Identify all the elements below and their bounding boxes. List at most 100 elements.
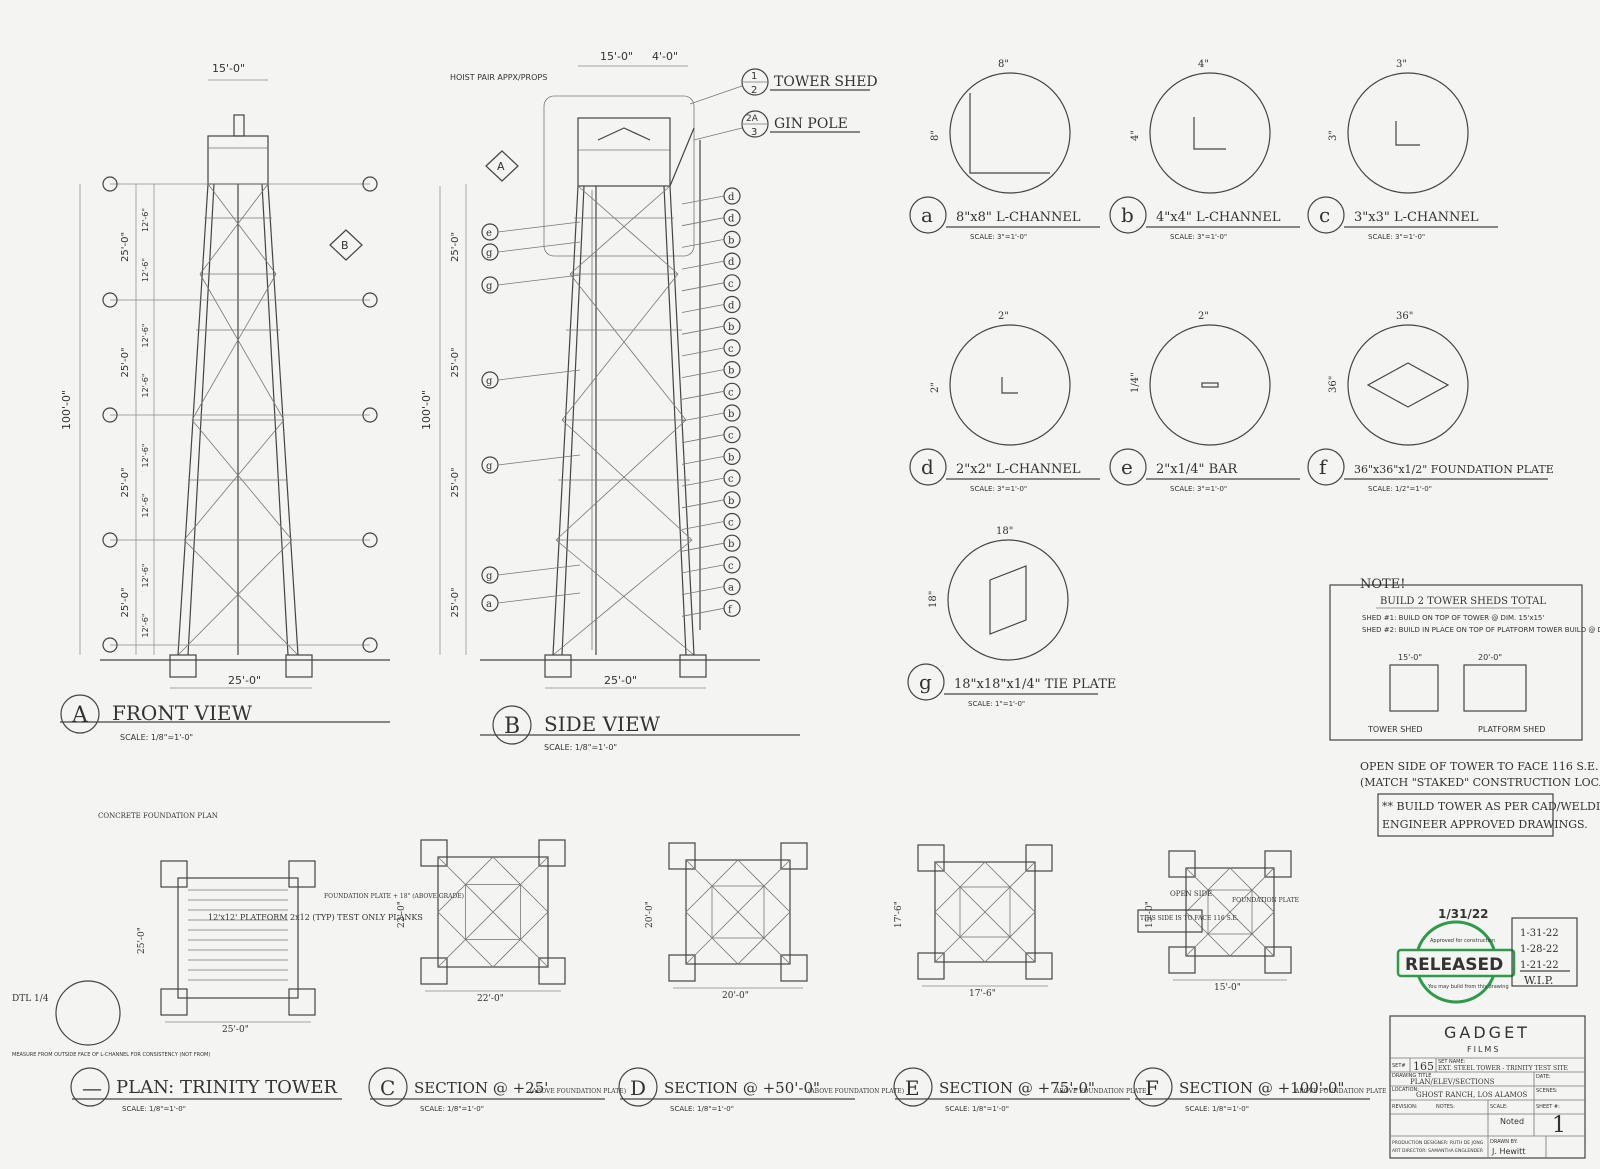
detail-dim: 36"	[1396, 311, 1413, 322]
note-build2: ENGINEER APPROVED DRAWINGS.	[1382, 818, 1588, 831]
note-label-b: PLATFORM SHED	[1478, 725, 1545, 734]
plan-footing	[538, 957, 566, 985]
member-callout-letter: d	[728, 301, 735, 312]
detail-label: 2"x1/4" BAR	[1156, 462, 1239, 477]
side-view-arrow-label: A	[497, 160, 505, 173]
front-view-title: FRONT VIEW	[112, 701, 252, 725]
detail-letter: d	[921, 455, 934, 479]
side-view-title: SIDE VIEW	[544, 712, 661, 736]
member-callout-letter: b	[728, 452, 734, 463]
side-section-dims: 25'-0"25'-0"25'-0"25'-0"	[450, 184, 467, 655]
plan-letter-circle	[618, 1067, 658, 1107]
member-callout-letter: c	[728, 561, 734, 572]
note-open-side1: OPEN SIDE OF TOWER TO FACE 116 S.E.	[1360, 760, 1599, 773]
gin-pole-callout-den: 3	[751, 127, 757, 138]
note-line2: SHED #1: BUILD ON TOP OF TOWER @ DIM. 15…	[1362, 614, 1544, 622]
released-stamp: 1/31/22 Approved for construction RELEAS…	[1396, 907, 1516, 1004]
plan-letter-circle	[893, 1067, 933, 1107]
rev-status: W.I.P.	[1524, 974, 1553, 987]
detail-label: 18"x18"x1/4" TIE PLATE	[954, 677, 1116, 692]
side-tower-shed	[577, 117, 671, 187]
plan-scale: SCALE: 1/8"=1'-0"	[420, 1105, 484, 1113]
plan-footing	[160, 860, 188, 888]
detail-letter-circle	[909, 196, 947, 234]
member-callout-letter: c	[728, 344, 734, 355]
side-bracing	[552, 185, 695, 656]
plan-footing	[420, 957, 448, 985]
rev-date-2: 1-28-22	[1520, 944, 1559, 955]
side-height: 100'-0"	[420, 390, 433, 430]
plan-bracing	[934, 861, 1036, 963]
front-sub-dim: 12'-6"	[141, 563, 150, 587]
title-block-frame	[1389, 1015, 1586, 1159]
plan-footing	[780, 842, 808, 870]
tb-set-value: 165	[1413, 1060, 1434, 1073]
tb-revision-label: REVISION:	[1392, 1104, 1418, 1110]
plan-subtitle: ABOVE FOUNDATION PLATE	[1054, 1088, 1146, 1095]
plan-letter: D	[630, 1076, 646, 1100]
detail-circle	[949, 324, 1071, 446]
detail-letter-circle	[1307, 196, 1345, 234]
plan-scale: SCALE: 1/8"=1'-0"	[670, 1105, 734, 1113]
plan-sections: 12'x12' PLATFORM 2x12 (TYP) TEST ONLY PL…	[12, 812, 1386, 1113]
stamp-main: RELEASED	[1405, 955, 1503, 975]
rev-date-3: 1-21-22	[1520, 960, 1559, 971]
rev-date-1: 1-31-22	[1520, 928, 1559, 939]
member-callout-letter: b	[728, 409, 734, 420]
front-section-dim: 25'-0"	[120, 467, 131, 497]
detail-label: 8"x8" L-CHANNEL	[956, 210, 1081, 225]
front-height: 100'-0"	[60, 390, 73, 430]
front-view-letter: A	[71, 703, 89, 728]
plan-scale: SCALE: 1/8"=1'-0"	[1185, 1105, 1249, 1113]
tb-art-director: ART DIRECTOR: SAMANTHA ENGLENDER	[1392, 1148, 1483, 1154]
plan-footing	[160, 988, 188, 1016]
plan-bracing	[1185, 867, 1275, 957]
plan-letter-circle	[368, 1067, 408, 1107]
l-channel-shape	[1395, 121, 1420, 146]
detail-dim: 2"	[930, 382, 941, 393]
front-section-dim: 25'-0"	[120, 587, 131, 617]
plan-subtitle: (ABOVE FOUNDATION PLATE)	[808, 1088, 904, 1095]
member-callout-letter: c	[728, 387, 734, 398]
plan-footing	[917, 952, 945, 980]
member-callout-letter: c	[728, 474, 734, 485]
tie-plate-shape	[989, 565, 1027, 635]
plan-bracing	[685, 859, 791, 965]
detail-scale: SCALE: 3"=1'-0"	[1368, 233, 1425, 241]
detail-dim: 3"	[1396, 59, 1407, 70]
detail-letter-circle	[907, 663, 945, 701]
detail-callout-note: MEASURE FROM OUTSIDE FACE OF L-CHANNEL F…	[12, 1052, 210, 1058]
tb-sheet-label: SHEET #:	[1536, 1104, 1560, 1110]
gin-pole-callout-num: 2A	[746, 114, 759, 124]
detail-dim: 18"	[996, 526, 1013, 537]
member-callout-letter: g	[486, 376, 493, 387]
detail-circle	[1347, 72, 1469, 194]
plan-footing	[538, 839, 566, 867]
note-label-a: TOWER SHED	[1367, 725, 1423, 734]
brand-sub: FILMS	[1467, 1045, 1500, 1054]
side-section-dim: 25'-0"	[450, 587, 461, 617]
side-view-scale: SCALE: 1/8"=1'-0"	[544, 743, 617, 752]
side-view-letter: B	[504, 714, 520, 739]
plan-scale: SCALE: 1/8"=1'-0"	[122, 1105, 186, 1113]
plan-0: 12'x12' PLATFORM 2x12 (TYP) TEST ONLY PL…	[12, 812, 464, 1113]
plan-title: SECTION @ +100'-0"	[1179, 1079, 1344, 1097]
detail-scale: SCALE: 3"=1'-0"	[970, 233, 1027, 241]
detail-circle	[1347, 324, 1469, 446]
detail-letter-circle	[1109, 196, 1147, 234]
plan-footing	[1168, 946, 1196, 974]
side-width-top: 15'-0"	[600, 50, 633, 63]
plan-dim-h: 25'-0"	[137, 927, 147, 954]
front-view: 15'-0" 25'-0" 100'-0" 25'-0"12'-6"12'-6"…	[60, 62, 390, 742]
tb-scenes-label: SCENES:	[1536, 1088, 1558, 1094]
detail-scale: SCALE: 3"=1'-0"	[970, 485, 1027, 493]
member-callout-letter: f	[728, 604, 733, 615]
